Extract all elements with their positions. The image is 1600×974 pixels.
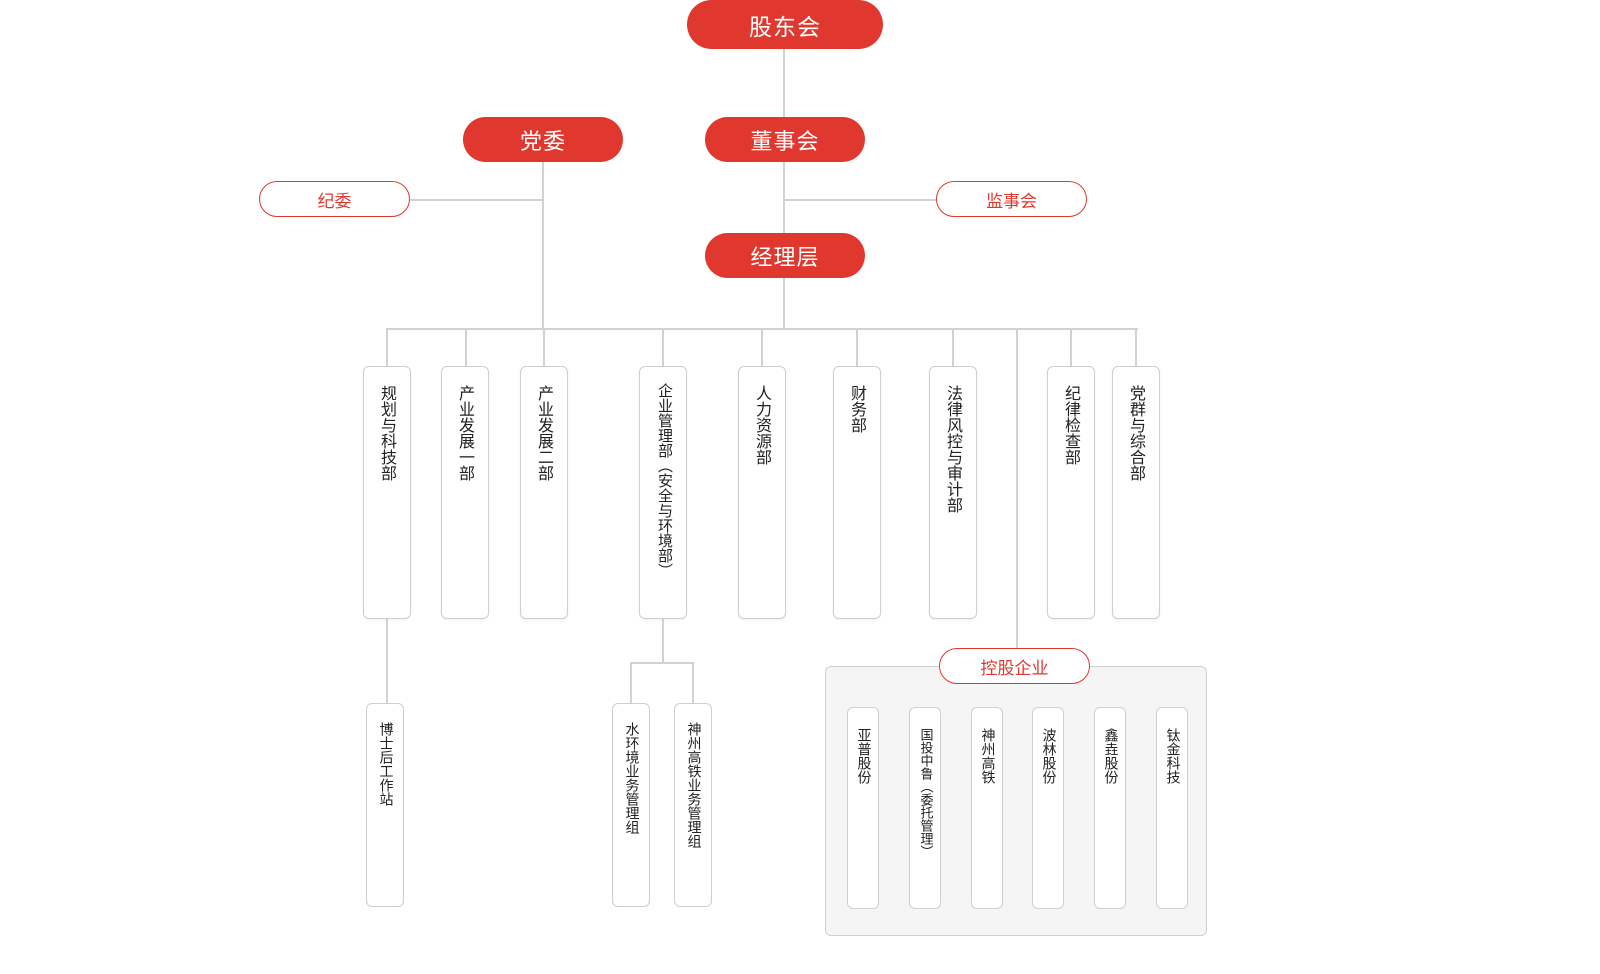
connector-holding — [1016, 328, 1018, 648]
connector-sub-water — [630, 662, 632, 703]
holding-company-label: 钛金科技 — [1164, 728, 1181, 784]
department-label: 企业管理部（安全与环境部） — [656, 383, 674, 578]
holding-company-box: 钛金科技 — [1156, 707, 1188, 909]
holding-company-box: 亚普股份 — [847, 707, 879, 909]
department-box: 财务部 — [833, 366, 881, 619]
department-box: 党群与综合部 — [1112, 366, 1160, 619]
department-box: 人力资源部 — [738, 366, 786, 619]
party-committee-node: 党委 — [463, 117, 623, 162]
postdoc-station-label: 博士后工作站 — [377, 722, 394, 806]
holding-company-box: 波林股份 — [1032, 707, 1064, 909]
water-group-label: 水环境业务管理组 — [623, 722, 640, 834]
connector-dept-8 — [1070, 328, 1072, 366]
connector-dept-2 — [465, 328, 467, 366]
holding-company-box: 鑫垚股份 — [1094, 707, 1126, 909]
holding-company-label: 亚普股份 — [855, 728, 872, 784]
connector-postdoc — [386, 619, 388, 703]
holding-companies-panel — [825, 666, 1207, 936]
holding-company-label: 波林股份 — [1040, 728, 1057, 784]
department-box: 纪律检查部 — [1047, 366, 1095, 619]
connector-sub-rail — [692, 662, 694, 703]
department-label: 产业发展二部 — [535, 385, 554, 481]
shareholders-node: 股东会 — [687, 0, 883, 49]
connector-management-trunk — [783, 278, 785, 330]
department-label: 人力资源部 — [753, 385, 772, 465]
postdoc-station-box: 博士后工作站 — [366, 703, 404, 907]
connector-board-management — [783, 162, 785, 234]
holding-company-label: 鑫垚股份 — [1102, 728, 1119, 784]
department-label: 纪律检查部 — [1062, 385, 1081, 465]
connector-dept-1 — [386, 328, 388, 366]
connector-enterprise-sub — [662, 619, 664, 663]
water-group-box: 水环境业务管理组 — [612, 703, 650, 907]
management-node: 经理层 — [705, 233, 865, 278]
connector-dept-9 — [1135, 328, 1137, 366]
department-label: 产业发展一部 — [456, 385, 475, 481]
department-box: 产业发展二部 — [520, 366, 568, 619]
department-box: 规划与科技部 — [363, 366, 411, 619]
connector-dept-4 — [662, 328, 664, 366]
department-box: 产业发展一部 — [441, 366, 489, 619]
connector-discipline — [410, 199, 542, 201]
connector-dept-3 — [543, 328, 545, 366]
department-box: 企业管理部（安全与环境部） — [639, 366, 687, 619]
department-label: 规划与科技部 — [378, 385, 397, 481]
connector-dept-6 — [856, 328, 858, 366]
department-label: 党群与综合部 — [1127, 385, 1146, 481]
department-label: 法律风控与审计部 — [944, 385, 963, 513]
connector-sub-bus — [630, 662, 694, 664]
connector-dept-5 — [761, 328, 763, 366]
rail-group-label: 神州高铁业务管理组 — [685, 722, 702, 848]
holding-companies-label: 控股企业 — [939, 648, 1090, 684]
board-node: 董事会 — [705, 117, 865, 162]
department-box: 法律风控与审计部 — [929, 366, 977, 619]
department-label: 财务部 — [848, 385, 867, 433]
rail-group-box: 神州高铁业务管理组 — [674, 703, 712, 907]
connector-shareholders-board — [783, 48, 785, 118]
connector-supervisory — [785, 199, 937, 201]
discipline-committee-node: 纪委 — [259, 181, 410, 217]
connector-dept-7 — [952, 328, 954, 366]
connector-party-trunk — [542, 162, 544, 330]
holding-company-box: 国投中鲁（委托管理） — [909, 707, 941, 909]
holding-company-label: 国投中鲁（委托管理） — [917, 728, 933, 858]
supervisory-board-node: 监事会 — [936, 181, 1087, 217]
holding-company-box: 神州高铁 — [971, 707, 1003, 909]
holding-company-label: 神州高铁 — [979, 728, 996, 784]
